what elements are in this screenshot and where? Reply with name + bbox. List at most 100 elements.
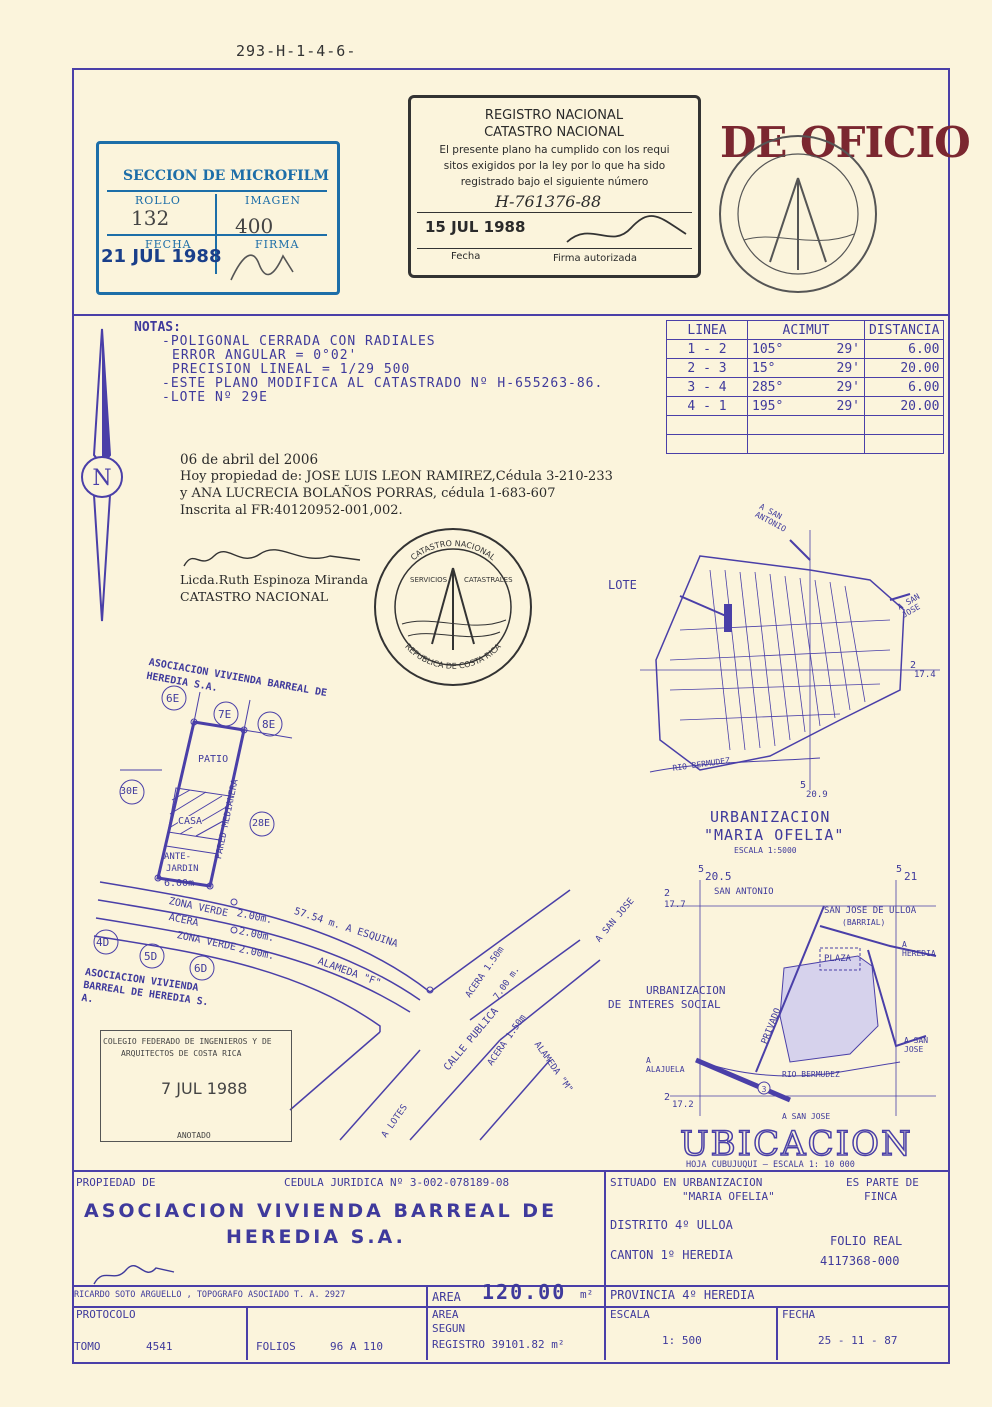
azimuth-table: LINEA ACIMUT DISTANCIA 1 - 2 105° 29' 6.… xyxy=(666,320,945,454)
a-san-jose-ubic-2: A SAN JOSE xyxy=(782,1112,831,1121)
antejardin-label-1: ANTE- xyxy=(164,852,192,862)
coord-209-urb: 20.9 xyxy=(806,790,828,800)
area-unit: m² xyxy=(580,1288,594,1301)
a-alajuela-label: A ALAJUELA xyxy=(646,1056,685,1074)
area-segun-1: AREA xyxy=(432,1308,459,1321)
seal-left-text: SERVICIOS xyxy=(410,576,448,584)
route-number: 3 xyxy=(762,1085,767,1094)
registro-text-1: El presente plano ha cumplido con los re… xyxy=(439,144,670,156)
owner-line-2: HEREDIA S.A. xyxy=(226,1226,406,1248)
c172: 17.2 xyxy=(672,1100,694,1110)
cell: 6.00 xyxy=(863,339,945,359)
rollo-label: ROLLO xyxy=(135,194,181,207)
c177: 17.7 xyxy=(664,900,686,910)
coord-2-urb: 2 xyxy=(910,660,917,671)
registro-signature xyxy=(566,215,687,243)
reference-code: 293-H-1-4-6- xyxy=(236,42,357,60)
tomo-value: 4541 xyxy=(146,1340,173,1353)
antejardin-label-2: JARDIN xyxy=(166,864,199,874)
north-arrow: N xyxy=(81,328,123,622)
signer-office: CATASTRO NACIONAL xyxy=(180,589,329,604)
cedula-label: CEDULA JURIDICA Nº 3-002-078189-08 xyxy=(284,1176,510,1189)
patio-label: PATIO xyxy=(198,754,229,765)
catastro-title: CATASTRO NACIONAL xyxy=(484,125,624,140)
lot-plan-drawing xyxy=(93,685,601,1141)
lote-label: LOTE xyxy=(608,578,637,592)
a-heredia-label: A HEREDIA xyxy=(902,940,936,958)
registro-title: REGISTRO NACIONAL xyxy=(484,108,624,123)
nota-line-3: PRECISION LINEAL = 1/29 500 xyxy=(172,362,411,377)
rollo-value: 132 xyxy=(131,206,170,230)
de-oficio-stamp: DE OFICIO xyxy=(720,118,971,167)
imagen-value: 400 xyxy=(235,214,274,238)
casa-label: CASA xyxy=(178,816,203,827)
tomo-label: TOMO xyxy=(74,1340,101,1353)
microfilm-stamp: SECCION DE MICROFILM ROLLO 132 IMAGEN 40… xyxy=(96,141,340,295)
topografo-signature xyxy=(93,1265,175,1285)
folio-real-value: 4117368-000 xyxy=(820,1254,900,1268)
table-row: 1 - 2 105° 29' 6.00 xyxy=(666,339,945,359)
hoja-label: HOJA CUBUJUQUI — ESCALA 1: 10 000 xyxy=(686,1160,855,1170)
ubicacion-title: UBICACION xyxy=(679,1123,913,1165)
annotation-finca: Inscrita al FR:40120952-001,002. xyxy=(180,503,403,518)
annotation-signature xyxy=(183,549,361,567)
nota-line-5: -LOTE Nº 29E xyxy=(162,390,268,405)
cell: 29' xyxy=(816,396,865,416)
urb-interes-2: DE INTERES SOCIAL xyxy=(608,998,721,1011)
coord-5-urb: 5 xyxy=(800,780,807,791)
c205: 20.5 xyxy=(705,870,732,883)
maria-ofelia-title: "MARIA OFELIA" xyxy=(704,826,845,844)
registro-text-3: registrado bajo el siguiente número xyxy=(460,176,649,188)
annotation-owner-2: y ANA LUCRECIA BOLAÑOS PORRAS, cédula 1-… xyxy=(180,486,556,501)
nota-line-2: ERROR ANGULAR = 0°02' xyxy=(172,348,358,363)
colegio-date: 7 JUL 1988 xyxy=(161,1079,248,1098)
nota-line-1: -POLIGONAL CERRADA CON RADIALES xyxy=(162,334,436,349)
front-width: 6.00m xyxy=(164,878,195,889)
area-value: 120.00 xyxy=(482,1280,567,1304)
cell: 2 - 3 xyxy=(666,358,748,378)
colegio-bottom: ANOTADO xyxy=(177,1131,211,1140)
lot-4d: 4D xyxy=(96,936,110,949)
a-san-jose-ubic: A SAN JOSE xyxy=(904,1036,929,1054)
catastro-seal: CATASTRO NACIONAL REPUBLICA DE COSTA RIC… xyxy=(374,528,532,686)
fecha-value: 21 JUL 1988 xyxy=(101,246,222,267)
cell: 29' xyxy=(816,339,865,359)
c2b: 2 xyxy=(664,1092,671,1103)
lot-6d: 6D xyxy=(194,962,208,975)
notas-title: NOTAS: xyxy=(134,320,181,335)
cell: 6.00 xyxy=(863,377,945,397)
table-row: 4 - 1 195° 29' 20.00 xyxy=(666,396,945,416)
urbanizacion-title: URBANIZACION xyxy=(710,808,831,826)
microfilm-title: SECCION DE MICROFILM xyxy=(123,168,330,184)
lot-8e: 8E xyxy=(262,718,276,731)
cell: 195° xyxy=(747,396,816,416)
barrial-label: (BARRIAL) xyxy=(842,918,886,927)
escala-urb: ESCALA 1:5000 xyxy=(734,846,797,855)
propiedad-label: PROPIEDAD DE xyxy=(76,1176,156,1189)
cell: 4 - 1 xyxy=(666,396,748,416)
folios-label: FOLIOS xyxy=(256,1340,296,1353)
canton-value: CANTON 1º HEREDIA xyxy=(610,1248,733,1262)
plaza-label: PLAZA xyxy=(824,954,852,964)
col-distancia-header: DISTANCIA xyxy=(863,320,945,340)
title-block-top xyxy=(72,1170,948,1172)
ubicacion-map: 3 xyxy=(670,880,937,1116)
area-segun-2: SEGUN xyxy=(432,1322,466,1335)
col-linea-header: LINEA xyxy=(666,320,748,340)
lot-7e: 7E xyxy=(218,708,232,721)
es-parte-label: ES PARTE DE xyxy=(846,1176,919,1189)
cell: 29' xyxy=(816,358,865,378)
cell: 1 - 2 xyxy=(666,339,748,359)
cell: 285° xyxy=(747,377,816,397)
registro-firma-label: Firma autorizada xyxy=(553,253,638,264)
c2a: 2 xyxy=(664,888,671,899)
cell: 3 - 4 xyxy=(666,377,748,397)
owner-line-1: ASOCIACION VIVIENDA BARREAL DE xyxy=(84,1200,558,1222)
lot-5d: 5D xyxy=(144,950,158,963)
nota-line-4: -ESTE PLANO MODIFICA AL CATASTRADO Nº H-… xyxy=(162,376,604,391)
header-divider xyxy=(72,314,948,316)
rio-bermudez-ubic: RIO BERMUDEZ xyxy=(782,1070,840,1079)
top-catastro-seal xyxy=(719,135,877,293)
sj-ulloa-label: SAN JOSE DE ULLOA xyxy=(824,906,917,916)
cell: 15° xyxy=(747,358,816,378)
